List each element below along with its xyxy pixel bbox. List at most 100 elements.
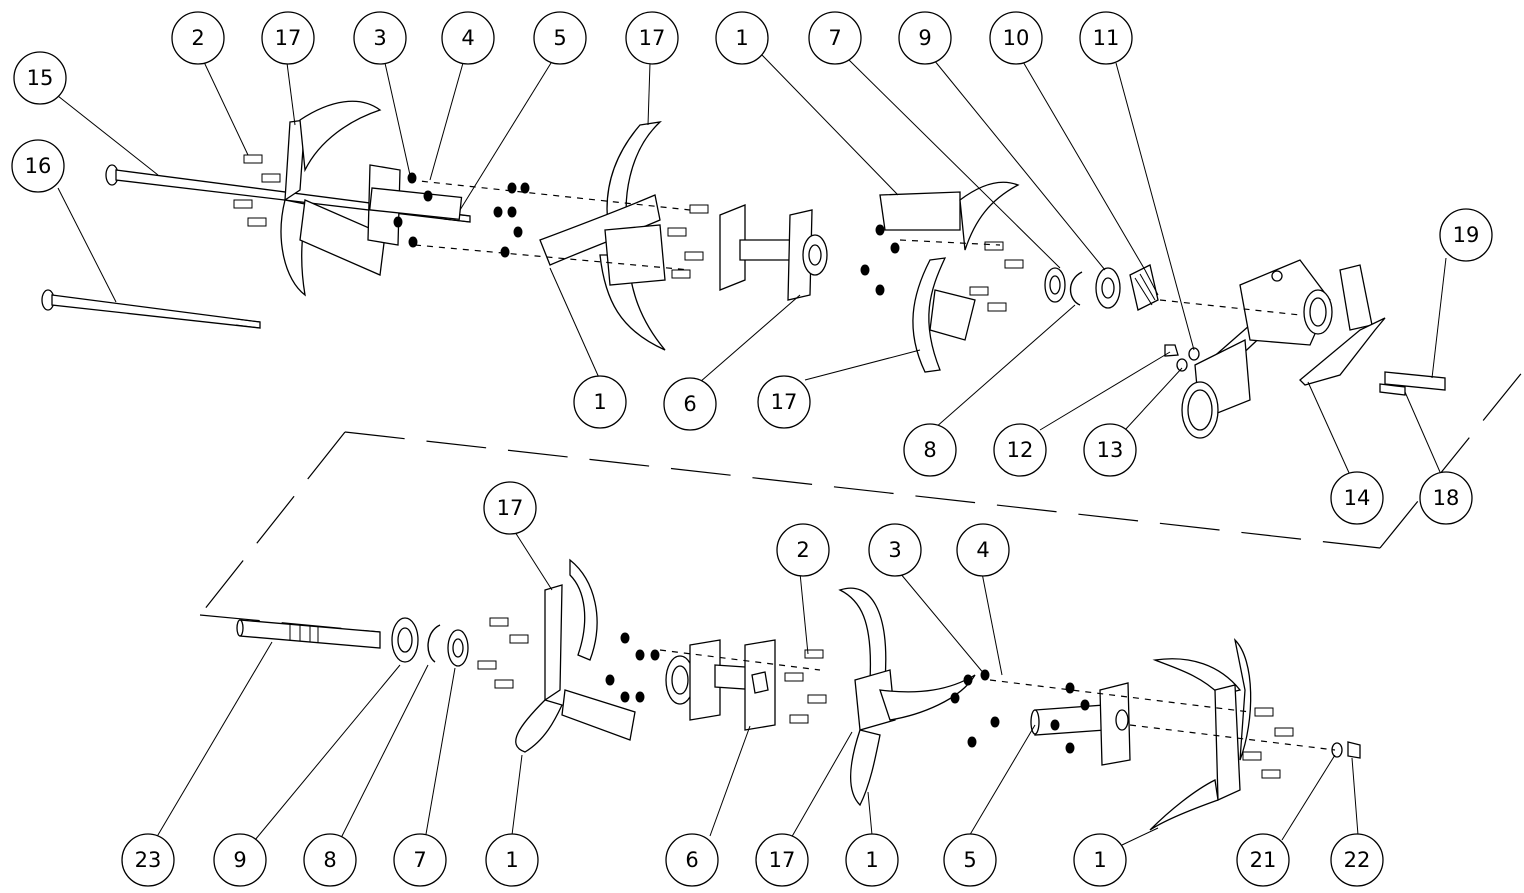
callout-number: 6 xyxy=(685,848,698,872)
assembly-boundary xyxy=(199,369,1524,633)
callout-number: 2 xyxy=(796,538,809,562)
bearing-set-top xyxy=(1044,264,1159,311)
callout-22: 22 xyxy=(1330,833,1384,887)
tine-assembly-top-left xyxy=(233,100,463,297)
callout-number: 3 xyxy=(373,26,386,50)
main-shaft-23 xyxy=(236,619,381,649)
callout-circle xyxy=(989,11,1043,65)
callout-circle xyxy=(441,11,495,65)
callout-circle xyxy=(808,11,862,65)
callout-number: 1 xyxy=(865,848,878,872)
callout-number: 19 xyxy=(1453,223,1480,247)
callout-1: 1 xyxy=(573,375,627,429)
callout-number: 4 xyxy=(461,26,474,50)
callout-number: 5 xyxy=(553,26,566,50)
callout-17: 17 xyxy=(755,833,809,887)
assembly-axis-lines xyxy=(409,179,1336,751)
callout-1: 1 xyxy=(715,11,769,65)
callout-6: 6 xyxy=(665,833,719,887)
callout-number: 17 xyxy=(639,26,666,50)
callout-circle xyxy=(303,833,357,887)
callout-number: 1 xyxy=(735,26,748,50)
callout-circle xyxy=(715,11,769,65)
callout-number: 21 xyxy=(1250,848,1277,872)
callout-number: 16 xyxy=(25,154,52,178)
callout-circle xyxy=(1330,471,1384,525)
callout-number: 8 xyxy=(923,438,936,462)
callout-10: 10 xyxy=(989,11,1043,65)
callout-number: 13 xyxy=(1097,438,1124,462)
callout-21: 21 xyxy=(1236,833,1290,887)
callout-number: 1 xyxy=(1093,848,1106,872)
callout-number: 2 xyxy=(191,26,204,50)
tine-assembly-bottom-right xyxy=(1030,638,1294,831)
callout-circle xyxy=(393,833,447,887)
callout-number: 17 xyxy=(771,390,798,414)
flange-shaft-top xyxy=(719,204,828,301)
leader-lines xyxy=(57,54,1447,846)
callout-circle xyxy=(1439,208,1493,262)
callout-circle xyxy=(11,139,65,193)
callout-number: 7 xyxy=(828,26,841,50)
callout-number: 8 xyxy=(323,848,336,872)
callout-circle xyxy=(993,423,1047,477)
callout-12: 12 xyxy=(993,423,1047,477)
callout-number: 14 xyxy=(1344,486,1371,510)
callout-19: 19 xyxy=(1439,208,1493,262)
callout-8: 8 xyxy=(903,423,957,477)
long-bolt-16 xyxy=(41,289,261,329)
callout-5: 5 xyxy=(533,11,587,65)
callout-4: 4 xyxy=(441,11,495,65)
callout-circle xyxy=(903,423,957,477)
callout-2: 2 xyxy=(776,523,830,577)
washer-nut-21-22 xyxy=(1331,741,1361,759)
callout-number: 3 xyxy=(888,538,901,562)
callout-9: 9 xyxy=(213,833,267,887)
tine-assembly-bottom-left xyxy=(477,558,660,753)
callout-number: 17 xyxy=(275,26,302,50)
callout-circle xyxy=(353,11,407,65)
callout-circle xyxy=(776,523,830,577)
callout-number: 22 xyxy=(1344,848,1371,872)
callout-number: 6 xyxy=(683,392,696,416)
callout-1: 1 xyxy=(845,833,899,887)
callout-number: 17 xyxy=(769,848,796,872)
callout-circle xyxy=(943,833,997,887)
callout-circle xyxy=(261,11,315,65)
callout-1: 1 xyxy=(1073,833,1127,887)
callout-18: 18 xyxy=(1419,471,1473,525)
callout-circle xyxy=(755,833,809,887)
callout-23: 23 xyxy=(121,833,175,887)
callout-4: 4 xyxy=(956,523,1010,577)
callout-circle xyxy=(533,11,587,65)
tine-assembly-top-middle xyxy=(493,121,709,351)
callout-number: 7 xyxy=(413,848,426,872)
tine-assembly-bottom-middle xyxy=(784,587,1000,807)
callout-circle xyxy=(663,377,717,431)
callout-number: 9 xyxy=(918,26,931,50)
callout-number: 1 xyxy=(505,848,518,872)
callout-number: 9 xyxy=(233,848,246,872)
callout-number: 5 xyxy=(963,848,976,872)
callout-16: 16 xyxy=(11,139,65,193)
callout-circle xyxy=(757,375,811,429)
callout-13: 13 xyxy=(1083,423,1137,477)
callout-circle xyxy=(121,833,175,887)
callout-number: 4 xyxy=(976,538,989,562)
callout-15: 15 xyxy=(13,51,67,105)
gearbox-hardware xyxy=(1164,344,1446,396)
callout-17: 17 xyxy=(757,375,811,429)
callout-17: 17 xyxy=(261,11,315,65)
callout-7: 7 xyxy=(808,11,862,65)
callout-circle xyxy=(483,481,537,535)
callout-circle xyxy=(956,523,1010,577)
callout-circle xyxy=(845,833,899,887)
callout-circle xyxy=(868,523,922,577)
callout-5: 5 xyxy=(943,833,997,887)
callout-circle xyxy=(898,11,952,65)
callout-17: 17 xyxy=(625,11,679,65)
callout-number: 15 xyxy=(27,66,54,90)
callout-circle xyxy=(1330,833,1384,887)
